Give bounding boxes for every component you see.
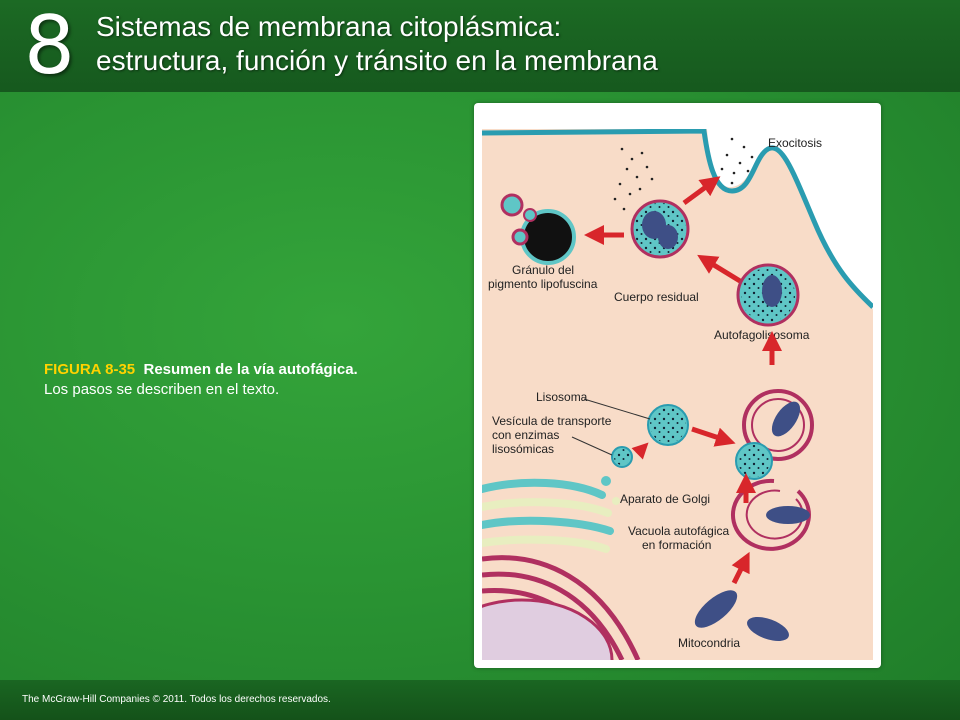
figure-panel: Exocitosis Gránulo del pigmento lipofusc… bbox=[474, 103, 881, 668]
arrow-vesicle-to-lysosome bbox=[631, 442, 649, 460]
slide-title: Sistemas de membrana citoplásmica: estru… bbox=[96, 10, 658, 78]
arrow-mitochondria-to-vacuole bbox=[731, 551, 750, 585]
leader-vesicle bbox=[571, 436, 613, 456]
golgi-apparatus bbox=[482, 476, 620, 553]
figure-text: Los pasos se describen en el texto. bbox=[44, 381, 280, 398]
label-golgi: Aparato de Golgi bbox=[620, 492, 710, 506]
autophagolysosome bbox=[736, 263, 800, 327]
figure-title: Resumen de la vía autofágica. bbox=[143, 361, 358, 378]
label-exocytosis: Exocitosis bbox=[768, 136, 822, 150]
slide-header: 8 Sistemas de membrana citoplásmica: est… bbox=[0, 0, 960, 92]
arrow-autophagolysosome-to-residual bbox=[697, 254, 742, 284]
arrow-lysosome-to-fusion bbox=[691, 426, 736, 447]
transport-vesicle bbox=[611, 446, 633, 468]
figure-caption: FIGURA 8-35 Resumen de la vía autofágica… bbox=[44, 360, 358, 400]
label-lysosome: Lisosoma bbox=[536, 390, 588, 404]
slide-footer: The McGraw-Hill Companies © 2011. Todos … bbox=[0, 680, 960, 720]
mitochondria bbox=[694, 590, 789, 642]
copyright-text: The McGraw-Hill Companies © 2011. Todos … bbox=[22, 694, 331, 705]
label-residual-body: Cuerpo residual bbox=[614, 290, 699, 304]
label-mitochondria: Mitocondria bbox=[678, 636, 740, 650]
autophagy-diagram: Exocitosis Gránulo del pigmento lipofusc… bbox=[482, 129, 873, 660]
lipofuscin-granule bbox=[500, 193, 576, 265]
label-granule: Gránulo del pigmento lipofuscina bbox=[488, 263, 598, 291]
chapter-number: 8 bbox=[24, 0, 75, 92]
residual-body bbox=[630, 199, 690, 259]
arrow-residual-to-exocytosis bbox=[682, 176, 721, 206]
leader-lysosome bbox=[583, 398, 651, 420]
label-vacuole: Vacuola autofágica en formación bbox=[628, 524, 733, 552]
figure-number: FIGURA 8-35 bbox=[44, 361, 136, 378]
title-line-2: estructura, función y tránsito en la mem… bbox=[96, 45, 658, 76]
lysosome bbox=[647, 404, 689, 446]
label-vesicle: Vesícula de transporte con enzimas lisos… bbox=[492, 414, 615, 456]
label-autophagolysosome: Autofagolisosoma bbox=[714, 328, 810, 342]
nucleus-with-er bbox=[482, 547, 650, 660]
fusing-autophagosome bbox=[735, 389, 814, 480]
secreted-particles bbox=[613, 137, 754, 211]
title-line-1: Sistemas de membrana citoplásmica: bbox=[96, 11, 562, 42]
